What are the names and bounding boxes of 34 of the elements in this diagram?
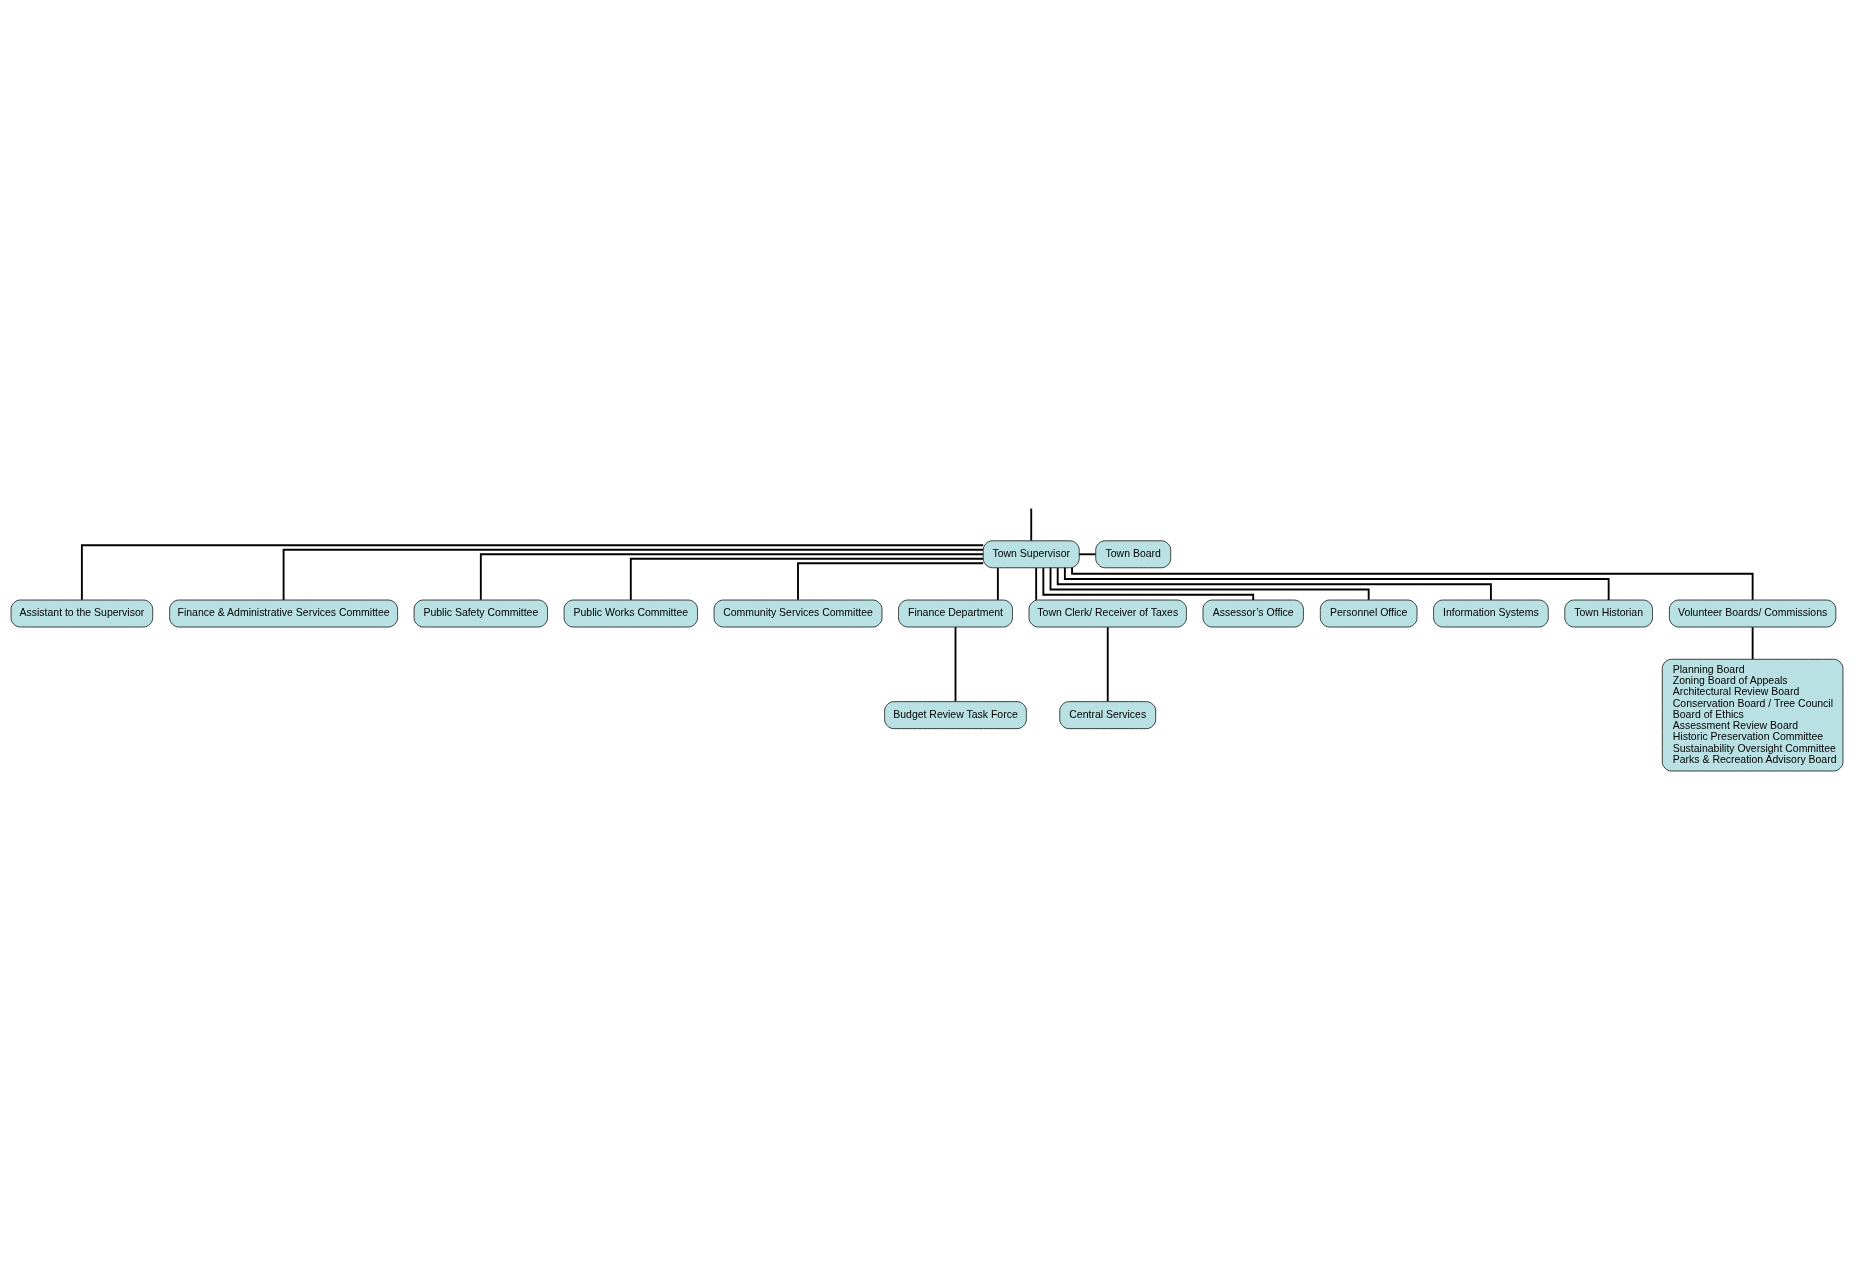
node-box: Town Historian xyxy=(1564,599,1653,628)
connector xyxy=(1035,567,1038,601)
node-box: Public Safety Committee xyxy=(413,599,548,628)
node-box: Community Services Committee xyxy=(713,599,883,628)
connector xyxy=(1078,553,1097,556)
node-box: Town Board xyxy=(1095,540,1172,569)
node-box: Personnel Office xyxy=(1319,599,1418,628)
connector xyxy=(1751,626,1754,661)
node-box: Finance Department xyxy=(898,599,1013,628)
node-box: Central Services xyxy=(1059,701,1157,729)
connector xyxy=(1063,566,1610,601)
connector xyxy=(80,544,985,601)
node-box: Assistant to the Supervisor xyxy=(10,599,154,628)
connector xyxy=(954,626,957,703)
node-box: Volunteer Boards/ Commissions xyxy=(1669,599,1837,628)
connector xyxy=(629,557,985,601)
connector xyxy=(1049,566,1370,601)
node-box: Assessor’s Office xyxy=(1202,599,1304,628)
node-box: Planning Board Zoning Board of Appeals Architectural Review Board Conservation Board / Tree Council Board of Ethics Assessment Review Board Historic Preservation Committee Sustainability Oversight Committee Parks & Recreation Advisory Board xyxy=(1661,658,1844,772)
node-box: Town Supervisor xyxy=(982,540,1080,569)
connector xyxy=(1106,626,1109,703)
node-box: Finance & Administrative Services Committee xyxy=(169,599,398,628)
node-box: Budget Review Task Force xyxy=(884,701,1027,729)
connector xyxy=(1056,566,1492,601)
node-box: Information Systems xyxy=(1433,599,1549,628)
connector xyxy=(1042,567,1255,601)
connector xyxy=(996,567,999,601)
connector xyxy=(479,553,985,601)
connector xyxy=(1030,507,1033,542)
connector xyxy=(1071,566,1754,601)
connector xyxy=(797,562,985,601)
connector xyxy=(282,548,984,601)
node-box: Public Works Committee xyxy=(563,599,698,628)
node-box: Town Clerk/ Receiver of Taxes xyxy=(1028,599,1187,628)
